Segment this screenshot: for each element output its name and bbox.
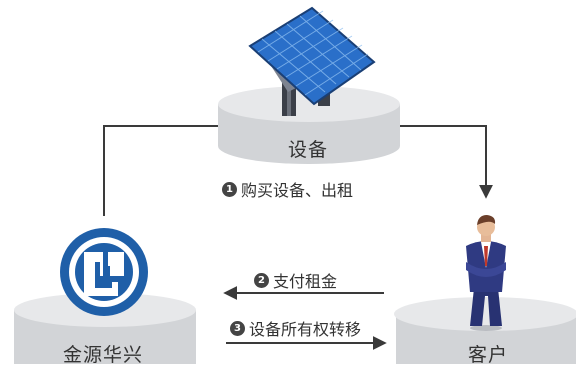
- company-logo-icon: [60, 228, 148, 316]
- step-label: 购买设备、出租: [241, 181, 354, 200]
- step-1: 1 购买设备、出租: [222, 177, 353, 201]
- step-label: 设备所有权转移: [249, 320, 362, 339]
- node-label-company: 金源华兴: [63, 344, 144, 366]
- equipment-pedestal: [218, 86, 400, 164]
- businessman-icon: [466, 215, 506, 331]
- step-label: 支付租金: [273, 272, 338, 291]
- node-label-equipment: 设备: [288, 139, 329, 161]
- step-number-badge: 3: [230, 320, 245, 336]
- connector-equipment-to-customer: [400, 125, 493, 199]
- node-label-customer: 客户: [468, 344, 509, 366]
- step-number-badge: 2: [254, 272, 269, 288]
- customer-pedestal: [394, 297, 576, 364]
- step-2: 2 支付租金: [254, 268, 337, 292]
- connector-company-to-equipment: [103, 125, 220, 216]
- step-number-badge: 1: [222, 181, 237, 197]
- step-3: 3 设备所有权转移: [230, 316, 361, 340]
- solar-panel-icon: [248, 6, 376, 116]
